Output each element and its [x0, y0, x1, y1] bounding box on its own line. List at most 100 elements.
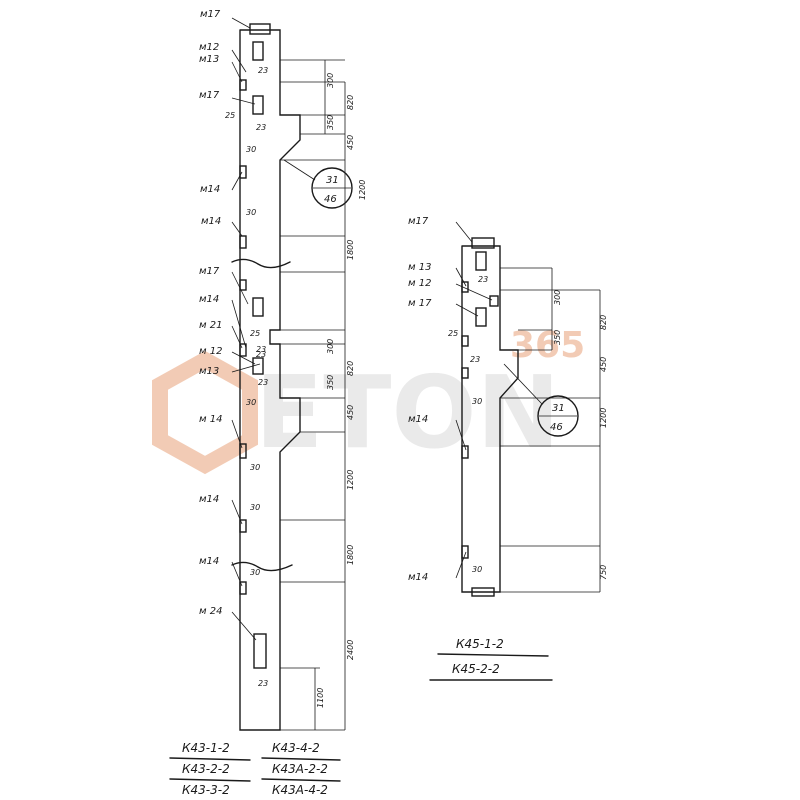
spacing-mark: 30	[246, 398, 256, 407]
column-left-outline	[239, 29, 301, 731]
embed-part	[239, 343, 247, 357]
column-right-section-circle	[537, 395, 579, 437]
dimension-value: 820	[346, 95, 355, 110]
dimension-value: 820	[599, 315, 608, 330]
part-label: м14	[201, 216, 221, 227]
spacing-mark: 30	[250, 568, 260, 577]
embed-part	[461, 367, 469, 379]
dimension-value: 2400	[346, 640, 355, 660]
part-label: м 14	[199, 414, 222, 425]
titles-left: К43-1-2 К43-4-2 К43-2-2 К43А-2-2 К43-3-2…	[169, 741, 341, 797]
part-label: м 17	[408, 298, 432, 309]
column-left-circle-bottom: 46	[324, 194, 337, 205]
column-right-circle-top: 31	[552, 403, 565, 414]
part-label: м14	[199, 556, 219, 567]
column-right-outline	[461, 245, 519, 593]
spacing-mark: 23	[258, 66, 268, 75]
column-left-dims: 3008203504501200180030082035045012001800…	[316, 73, 367, 708]
spacing-mark: 30	[472, 397, 482, 406]
title-left-4: К43А-2-2	[272, 762, 328, 776]
part-label: м13	[199, 54, 219, 65]
embed-part	[252, 41, 264, 61]
column-right-foot	[471, 587, 495, 597]
column-right-head	[471, 237, 495, 249]
dimension-value: 1800	[346, 545, 355, 565]
right-leaders	[455, 221, 543, 579]
embed-part	[489, 295, 499, 307]
embed-part	[252, 95, 264, 115]
spacing-mark: 23	[256, 345, 266, 354]
embed-part	[253, 633, 267, 669]
dimension-value: 450	[346, 135, 355, 150]
part-label: м12	[199, 42, 219, 53]
part-label: м17	[199, 266, 220, 277]
spacing-mark: 25	[225, 111, 235, 120]
spacing-mark: 23	[256, 123, 266, 132]
part-label: м14	[200, 184, 220, 195]
column-left-head	[249, 23, 271, 35]
part-label: м14	[199, 294, 219, 305]
dimension-value: 450	[346, 405, 355, 420]
dimension-value: 300	[326, 339, 335, 354]
embed-part	[239, 519, 247, 533]
column-right-circle-bottom: 46	[550, 422, 563, 433]
dimension-value: 350	[553, 330, 562, 345]
spacing-mark: 30	[250, 503, 260, 512]
embed-part	[239, 79, 247, 91]
part-label: м14	[199, 494, 219, 505]
spacing-mark: 30	[246, 145, 256, 154]
embed-part	[475, 251, 487, 271]
embed-part	[252, 297, 264, 317]
column-left-section-circle	[311, 167, 353, 209]
spacing-mark: 23	[478, 275, 488, 284]
part-label: м 21	[199, 320, 222, 331]
dimension-value: 300	[326, 73, 335, 88]
title-left-2: К43-4-2	[272, 741, 320, 755]
part-label: м14	[408, 572, 428, 583]
part-label: м17	[200, 9, 221, 20]
embed-part	[239, 165, 247, 179]
watermark-hex-logo	[152, 350, 258, 475]
dimension-value: 450	[599, 357, 608, 372]
left-leaders	[231, 17, 316, 641]
dimension-value: 1800	[346, 240, 355, 260]
part-label: м 13	[408, 262, 431, 273]
part-label: м 12	[199, 346, 222, 357]
column-left-circle-top: 31	[326, 175, 339, 186]
title-left-3: К43-2-2	[182, 762, 230, 776]
watermark-number: 365	[510, 325, 585, 366]
spacing-mark: 23	[256, 350, 266, 359]
left-dim-lines	[280, 59, 346, 731]
watermark: ETON 365	[152, 325, 585, 475]
watermark-brand: ETON	[255, 354, 560, 471]
spacing-mark: 25	[448, 329, 458, 338]
spacing-mark: 30	[246, 208, 256, 217]
titles-right: К45-1-2 К45-2-2	[429, 637, 553, 681]
column-left-break-2	[231, 561, 293, 572]
part-label: м17	[408, 216, 429, 227]
dimension-value: 820	[346, 361, 355, 376]
title-left-5: К43-3-2	[182, 783, 230, 797]
dimension-value: 350	[326, 375, 335, 390]
embed-part	[239, 279, 247, 291]
embed-part	[461, 335, 469, 347]
spacing-mark: 30	[472, 565, 482, 574]
right-dim-lines	[500, 267, 601, 593]
part-label: м14	[408, 414, 428, 425]
dimension-value: 300	[553, 290, 562, 305]
dimension-value: 1100	[316, 688, 325, 708]
title-right-2: К45-2-2	[452, 662, 500, 676]
part-label: м13	[199, 366, 219, 377]
embed-part	[461, 545, 469, 559]
spacing-mark: 25	[250, 329, 260, 338]
title-left-6: К43А-4-2	[272, 783, 328, 797]
part-label: м17	[199, 90, 220, 101]
column-right: 31 46	[455, 221, 601, 597]
title-left-1: К43-1-2	[182, 741, 230, 755]
dimension-value: 1200	[346, 470, 355, 490]
title-right-1: К45-1-2	[456, 637, 504, 651]
